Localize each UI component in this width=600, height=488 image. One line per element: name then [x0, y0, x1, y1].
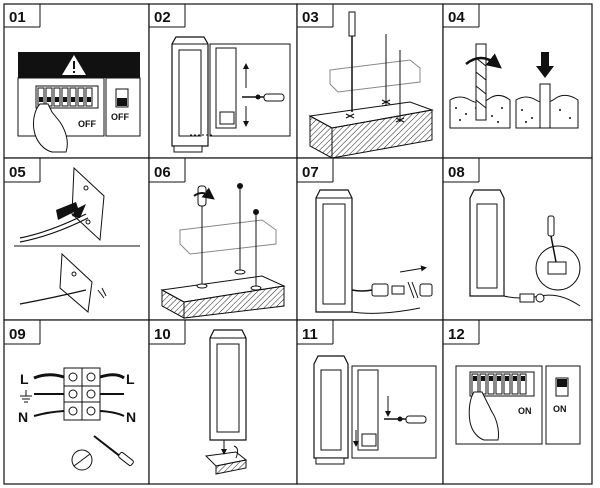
- step-panel-01: 01 OFF OFF: [3, 3, 150, 159]
- on-label: ON: [518, 406, 532, 416]
- screwdriver-icon: [193, 185, 215, 284]
- hand-icon: [33, 103, 68, 153]
- terminal-block: [63, 367, 101, 421]
- step-number: 02: [154, 9, 171, 26]
- step-panel-05: 05: [3, 157, 150, 321]
- step-number: 01: [9, 9, 26, 26]
- step-panel-06: 06: [148, 157, 298, 321]
- earth-symbol-icon: [20, 390, 32, 403]
- step-panel-11: 11: [296, 319, 444, 485]
- on-label-switch: ON: [553, 404, 567, 414]
- step-panel-07: 07: [296, 157, 444, 321]
- step-number: 03: [302, 9, 319, 26]
- bollard-lamp: [469, 189, 505, 297]
- off-label-switch: OFF: [111, 112, 129, 122]
- step-number: 06: [154, 164, 171, 181]
- step-number: 05: [9, 164, 26, 181]
- wire-label-n: N: [18, 409, 28, 425]
- wire-label-l: L: [126, 371, 135, 387]
- bollard-lamp: [171, 36, 209, 153]
- warning-triangle-icon: [62, 55, 86, 75]
- step-number: 10: [154, 326, 171, 343]
- step-number: 12: [448, 326, 465, 343]
- wire-label-l: L: [20, 371, 29, 387]
- arrow-icon: [536, 52, 554, 78]
- step-panel-02: 02: [148, 3, 298, 159]
- step-panel-12: 12 ON ON: [442, 319, 593, 485]
- step-panel-08: 08: [442, 157, 593, 321]
- step-number: 04: [448, 9, 465, 26]
- drill-icon: [348, 11, 356, 112]
- screwdriver-icon: [242, 93, 285, 102]
- bollard-lamp: [315, 189, 353, 313]
- screwdriver-icon: [93, 435, 134, 466]
- connector-plug: [371, 281, 433, 299]
- step-number: 08: [448, 164, 465, 181]
- screwdriver-icon: [384, 415, 427, 424]
- step-number: 07: [302, 164, 319, 181]
- off-label: OFF: [78, 119, 96, 129]
- step-number: 11: [302, 326, 318, 343]
- bollard-lamp: [313, 355, 349, 465]
- step-panel-09: 09 L L N N: [3, 319, 150, 485]
- drill-icon: [465, 43, 502, 121]
- wire-label-n: N: [126, 409, 136, 425]
- step-panel-03: 03: [296, 3, 444, 159]
- bollard-lamp: [209, 329, 247, 441]
- step-panel-04: 04: [442, 3, 593, 159]
- step-panel-10: 10: [148, 319, 298, 485]
- step-number: 09: [9, 326, 26, 343]
- arrow-icon: [56, 202, 86, 220]
- arrow-icon: [399, 265, 427, 273]
- hand-icon: [468, 391, 499, 441]
- screwdriver-icon: [547, 215, 557, 263]
